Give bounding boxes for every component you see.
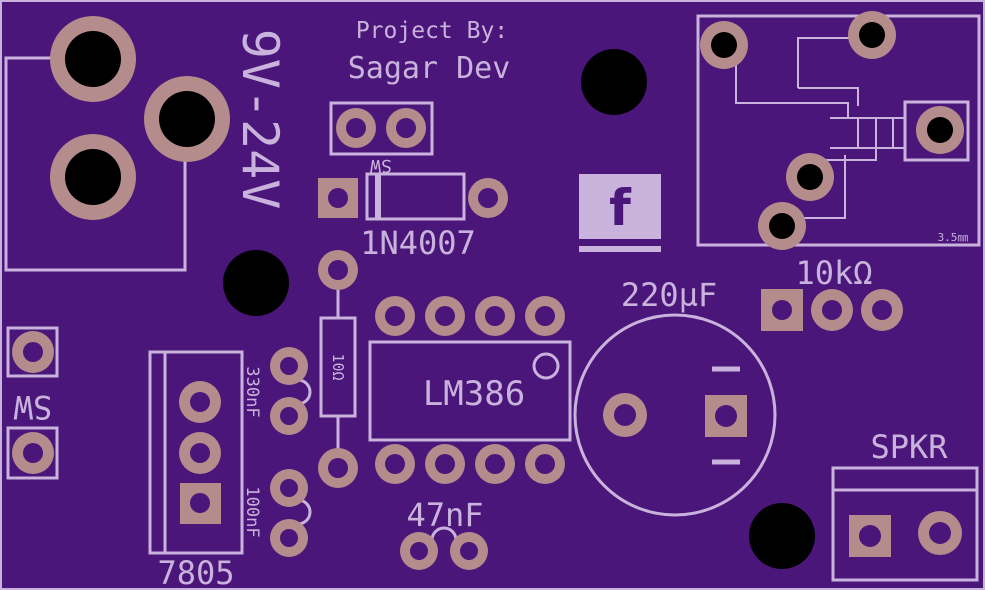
- jack-hole-1: [711, 32, 737, 58]
- speaker-label: SPKR: [870, 428, 948, 466]
- speaker-terminal-outline: [831, 466, 979, 582]
- cap-47-label: 47nF: [406, 496, 483, 534]
- mounting-hole-bottom: [749, 503, 815, 569]
- mounting-hole-top: [581, 49, 647, 115]
- spk-hole-1: [859, 525, 881, 547]
- cap-100-hole-1: [280, 479, 298, 497]
- credit-line-1: Project By:: [356, 18, 508, 44]
- diode-body: [365, 172, 466, 221]
- dc-jack-outline: [4, 56, 187, 272]
- ic-hole-bottom-4: [535, 454, 555, 474]
- mounting-hole-left: [223, 250, 289, 316]
- diode-label: 1N4007: [360, 224, 476, 262]
- cap-100-label: 100nF: [242, 486, 262, 537]
- sw-hole-1: [346, 118, 366, 138]
- cap-47-arc: [430, 526, 458, 541]
- cap-47-hole-2: [460, 542, 478, 560]
- ic-hole-top-2: [435, 306, 455, 326]
- ic-hole-bottom-3: [485, 454, 505, 474]
- jack-hole-4: [797, 164, 823, 190]
- spk-hole-2: [929, 522, 951, 544]
- ic-hole-bottom-2: [435, 454, 455, 474]
- audio-jack-trace-2: [735, 45, 849, 118]
- dc-hole-3: [65, 149, 121, 205]
- sw-left-hole-1: [23, 342, 43, 362]
- ic-body: [368, 340, 572, 442]
- fritzing-logo-icon: f: [579, 174, 661, 252]
- jack-hole-3: [927, 117, 953, 143]
- cap-330-label: 330nF: [242, 366, 262, 417]
- audio-jack-outline: [696, 14, 981, 247]
- reg-hole-1: [190, 392, 210, 412]
- ic-hole-top-3: [485, 306, 505, 326]
- diode-hole-square: [328, 188, 348, 208]
- sw-hole-2: [396, 118, 416, 138]
- dc-hole-1: [65, 31, 121, 87]
- reg-hole-3: [190, 493, 210, 513]
- ic-hole-top-1: [385, 306, 405, 326]
- dc-hole-2: [159, 91, 215, 147]
- ic-hole-top-4: [535, 306, 555, 326]
- audio-jack-trace-1: [797, 37, 870, 88]
- audio-jack-trace-5: [798, 87, 859, 106]
- credit-line-2: Sagar Dev: [348, 51, 511, 86]
- cap-220-hole-2: [715, 405, 737, 427]
- resistor-hole-top: [328, 260, 348, 280]
- ic-hole-bottom-1: [385, 454, 405, 474]
- cap-330-hole-2: [280, 407, 298, 425]
- regulator-label: 7805: [157, 554, 234, 590]
- resistor-label: 10Ω: [329, 353, 347, 380]
- cap-220-hole-1: [614, 404, 636, 426]
- diode-hole-round: [478, 188, 498, 208]
- switch-left-frame-top: [6, 326, 59, 378]
- jack-hole-5: [769, 213, 795, 239]
- pot-hole-3: [872, 300, 892, 320]
- pot-hole-1: [772, 300, 792, 320]
- reg-hole-2: [190, 443, 210, 463]
- cap-220-outline: [573, 313, 777, 517]
- audio-jack-inner: [830, 117, 906, 149]
- regulator-outline: [148, 350, 244, 555]
- jack-size-label: 3.5㎜: [938, 231, 969, 244]
- cap-330-hole-1: [280, 357, 298, 375]
- resistor-hole-bottom: [328, 458, 348, 478]
- pot-hole-2: [822, 300, 842, 320]
- switch-top-label: SW: [370, 155, 392, 176]
- jack-hole-2: [859, 22, 885, 48]
- switch-left-label: SW: [13, 388, 52, 426]
- cap-100-hole-2: [280, 529, 298, 547]
- ic-pin1-marker: [532, 352, 560, 380]
- sw-left-hole-2: [23, 443, 43, 463]
- logo-glyph: f: [609, 179, 632, 237]
- pot-label: 10kΩ: [795, 254, 872, 292]
- cap-47-hole-1: [410, 542, 428, 560]
- switch-left-frame-bottom: [6, 426, 59, 480]
- voltage-label: 9V-24V: [231, 29, 289, 210]
- ic-label: LM386: [423, 374, 525, 414]
- cap-220-label: 220µF: [621, 276, 717, 314]
- switch-header-outline: [329, 101, 434, 156]
